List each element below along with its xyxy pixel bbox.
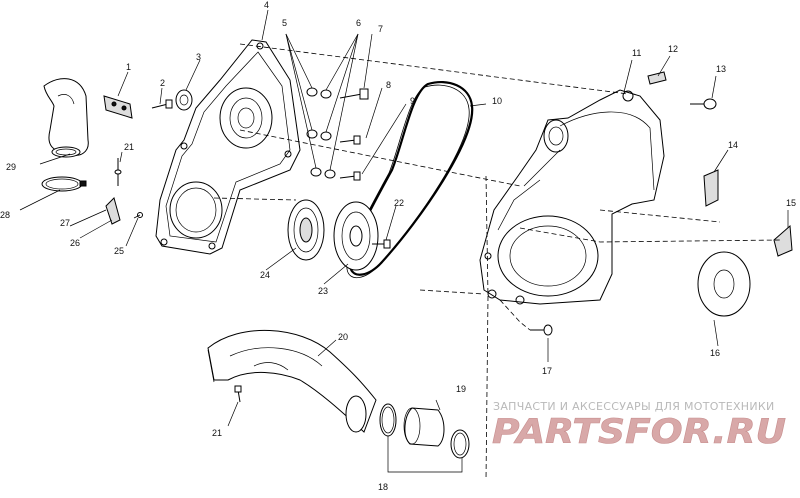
part-17-screw (530, 324, 553, 336)
part-24-seal (287, 199, 325, 261)
callout-29: 29 (6, 162, 17, 172)
part-21-screw-lower (234, 385, 242, 403)
part-4-inner-cover (155, 39, 301, 255)
callout-4: 4 (264, 0, 270, 10)
part-11-outer-cover (479, 89, 665, 305)
watermark-logo-text: PARTSFOR.RU (492, 413, 786, 449)
part-14-decal (703, 169, 719, 207)
callout-21-lower: 21 (212, 428, 223, 438)
part-1-bracket (103, 95, 133, 119)
callout-6: 6 (356, 18, 362, 28)
callout-8: 8 (386, 80, 392, 90)
callout-24: 24 (260, 270, 271, 280)
callout-12: 12 (668, 44, 679, 54)
callout-25: 25 (114, 246, 125, 256)
part-29-elbow-tube (43, 78, 89, 158)
part-3-bushing (175, 89, 193, 111)
part-13-screw (690, 98, 717, 110)
callout-7: 7 (378, 24, 384, 34)
part-18-clamp-left (379, 403, 397, 437)
callout-14: 14 (728, 140, 739, 150)
callout-27: 27 (60, 218, 71, 228)
callout-9: 9 (410, 96, 416, 106)
callout-1: 1 (126, 62, 132, 72)
part-23-pulley (333, 201, 379, 271)
callout-19: 19 (456, 384, 467, 394)
callout-3: 3 (196, 52, 202, 62)
callout-5: 5 (282, 18, 288, 28)
callout-21-upper: 21 (124, 142, 135, 152)
part-5-6-washers (285, 33, 359, 179)
callout-10: 10 (492, 96, 503, 106)
callout-22: 22 (394, 198, 405, 208)
part-21-screw-upper (114, 158, 122, 186)
callout-15: 15 (786, 198, 797, 208)
part-18-clamp-right (450, 429, 470, 459)
callout-20: 20 (338, 332, 349, 342)
part-26-tab (105, 197, 121, 225)
callout-23: 23 (318, 286, 329, 296)
watermark-caption: ЗАПЧАСТИ И АКСЕССУАРЫ ДЛЯ МОТОТЕХНИКИ (493, 400, 775, 413)
leader-lines (19, 9, 789, 481)
watermark-logo: PARTSFOR.RU (492, 413, 786, 449)
part-28-clamp (41, 176, 87, 192)
part-16-gasket (697, 251, 751, 317)
callout-16: 16 (710, 348, 721, 358)
callout-28: 28 (0, 210, 11, 220)
part-19-sleeve (403, 407, 445, 447)
part-2-screw (151, 99, 173, 109)
callout-11: 11 (632, 48, 642, 58)
part-25-pin (133, 212, 143, 219)
callout-17: 17 (542, 366, 553, 376)
callout-13: 13 (716, 64, 727, 74)
part-20-duct (207, 330, 377, 433)
part-12-tag (647, 71, 667, 85)
part-9-bolt (339, 171, 361, 181)
part-7-bolt (339, 88, 369, 100)
part-22-screw (372, 239, 391, 249)
callout-2: 2 (160, 78, 166, 88)
part-8-bolt (339, 135, 361, 145)
callout-26: 26 (70, 238, 81, 248)
part-15-decal (773, 224, 793, 257)
callout-18: 18 (378, 482, 389, 492)
